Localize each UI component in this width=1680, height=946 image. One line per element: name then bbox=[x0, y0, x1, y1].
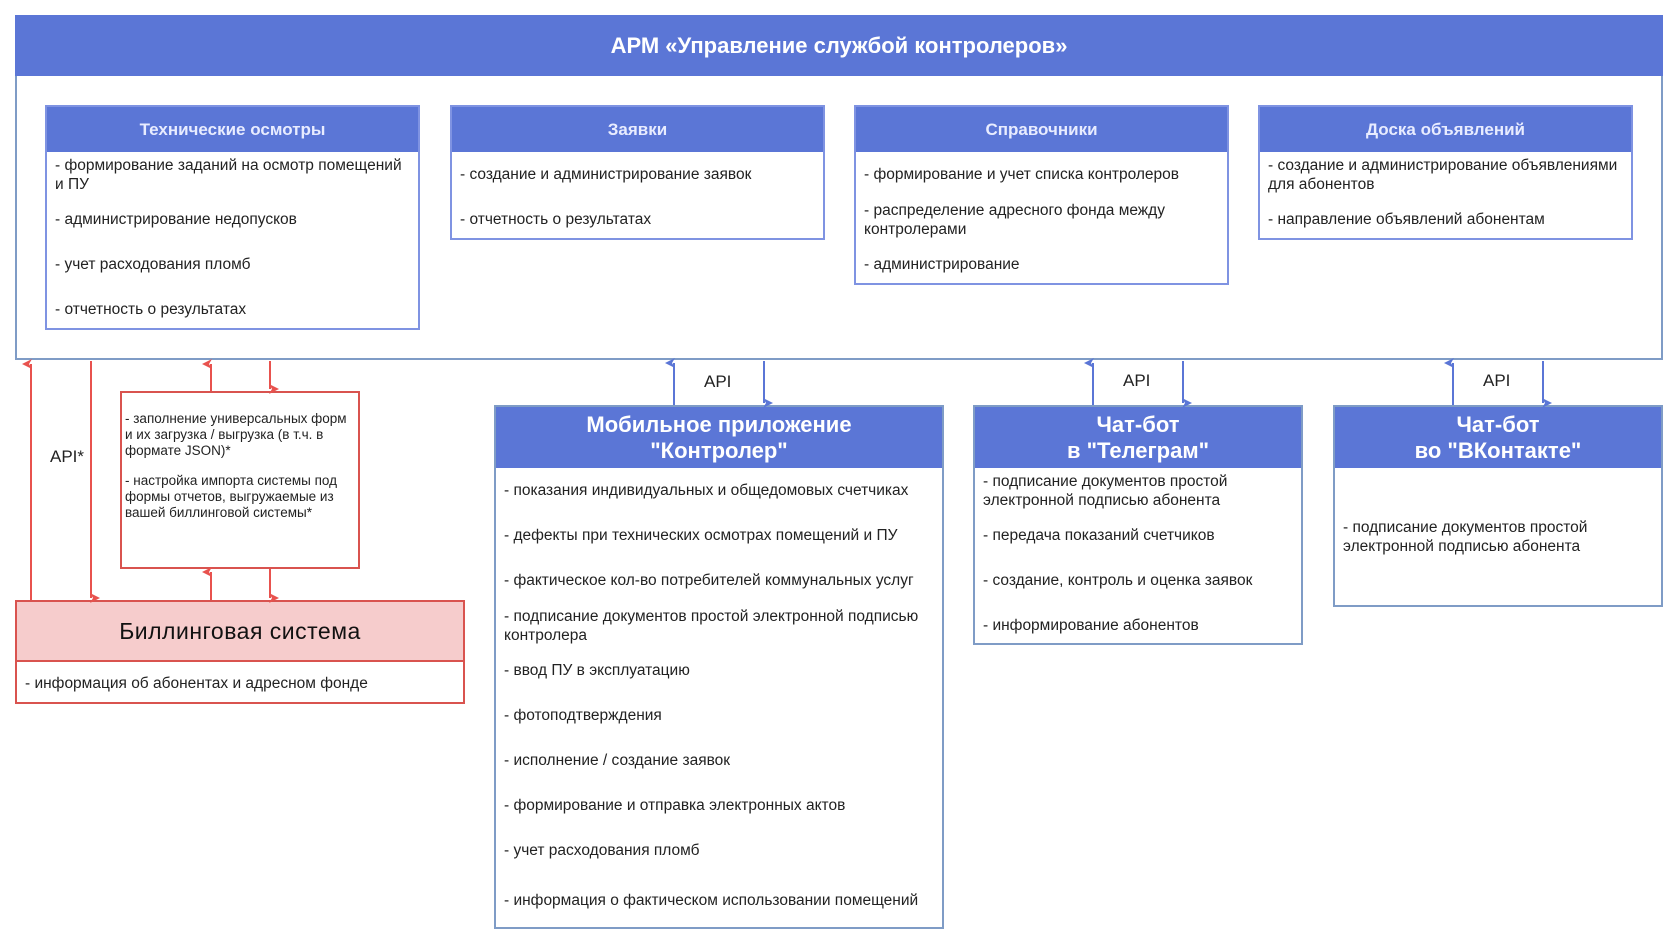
api-label-vk: API bbox=[1483, 371, 1511, 390]
title-line: во "ВКонтакте" bbox=[1414, 437, 1582, 463]
module-title: Технические осмотры bbox=[47, 107, 418, 152]
api-label-telegram: API bbox=[1123, 371, 1151, 390]
module-requests: Заявки - создание и администрирование за… bbox=[450, 105, 825, 240]
data-exchange-box: - заполнение универсальных форм и их заг… bbox=[120, 391, 360, 569]
list-item: - информирование абонентов bbox=[983, 617, 1199, 634]
list-item: - формирование и отправка электронных ак… bbox=[504, 797, 846, 814]
list-item: - ввод ПУ в эксплуатацию bbox=[504, 662, 690, 679]
module-tech-inspections: Технические осмотры - формирование задан… bbox=[45, 105, 420, 330]
api-label-mobile: API bbox=[704, 372, 732, 391]
title-line: Мобильное приложение bbox=[586, 411, 852, 437]
list-item: - формирование и учет списка контролеров bbox=[864, 166, 1180, 183]
list-item: - создание, контроль и оценка заявок bbox=[983, 572, 1253, 589]
title-line: в "Телеграм" bbox=[1066, 437, 1210, 463]
title-line: "Контролер" bbox=[650, 437, 788, 463]
list-item: - формирование заданий на осмотр помещен… bbox=[55, 156, 402, 193]
list-item: - распределение адресного фонда между ко… bbox=[864, 201, 1165, 238]
list-item: - фотоподтверждения bbox=[504, 707, 662, 724]
module-title: Заявки bbox=[452, 107, 823, 152]
list-item: - направление объявлений абонентам bbox=[1268, 211, 1545, 228]
module-directories: Справочники - формирование и учет списка… bbox=[854, 105, 1229, 285]
list-item: - фактическое кол-во потребителей коммун… bbox=[504, 572, 914, 589]
list-item: - администрирование недопусков bbox=[55, 211, 297, 228]
list-item: - учет расходования пломб bbox=[504, 842, 700, 859]
list-item: - передача показаний счетчиков bbox=[983, 527, 1215, 544]
list-item: - подписание документов простой электрон… bbox=[504, 607, 919, 644]
list-item: - администрирование bbox=[864, 256, 1020, 273]
module-title: Доска объявлений bbox=[1260, 107, 1631, 152]
module-bulletin-board: Доска объявлений - создание и администри… bbox=[1258, 105, 1633, 240]
list-item: - подписание документов простой электрон… bbox=[1343, 518, 1588, 555]
list-item: - отчетность о результатах bbox=[55, 301, 247, 318]
title-line: Чат-бот bbox=[1096, 411, 1180, 437]
mobile-app-box: Мобильное приложение"Контролер" - показа… bbox=[494, 405, 944, 929]
list-item: - создание и администрирование заявок bbox=[460, 166, 752, 183]
list-item: - информация об абонентах и адресном фон… bbox=[25, 674, 368, 692]
list-item: - отчетность о результатах bbox=[460, 211, 652, 228]
arm-title: АРМ «Управление службой контролеров» bbox=[15, 15, 1663, 76]
list-item: - показания индивидуальных и общедомовых… bbox=[504, 482, 909, 499]
list-item: - настройка импорта системы под формы от… bbox=[125, 473, 338, 520]
module-title: Справочники bbox=[856, 107, 1227, 152]
list-item: - подписание документов простой электрон… bbox=[983, 472, 1228, 509]
list-item: - информация о фактическом использовании… bbox=[504, 892, 919, 909]
list-item: - исполнение / создание заявок bbox=[504, 752, 731, 769]
list-item: - учет расходования пломб bbox=[55, 256, 251, 273]
billing-system-box: Биллинговая система - информация об абон… bbox=[15, 600, 465, 704]
list-item: - заполнение универсальных форм и их заг… bbox=[125, 411, 347, 458]
list-item: - дефекты при технических осмотрах помещ… bbox=[504, 527, 898, 544]
title-line: Чат-бот bbox=[1456, 411, 1540, 437]
billing-title: Биллинговая система bbox=[17, 602, 463, 662]
mobile-app-title: Мобильное приложение"Контролер" bbox=[496, 407, 942, 468]
list-item: - создание и администрирование объявлени… bbox=[1268, 156, 1618, 193]
api-star-label: API* bbox=[50, 447, 85, 466]
